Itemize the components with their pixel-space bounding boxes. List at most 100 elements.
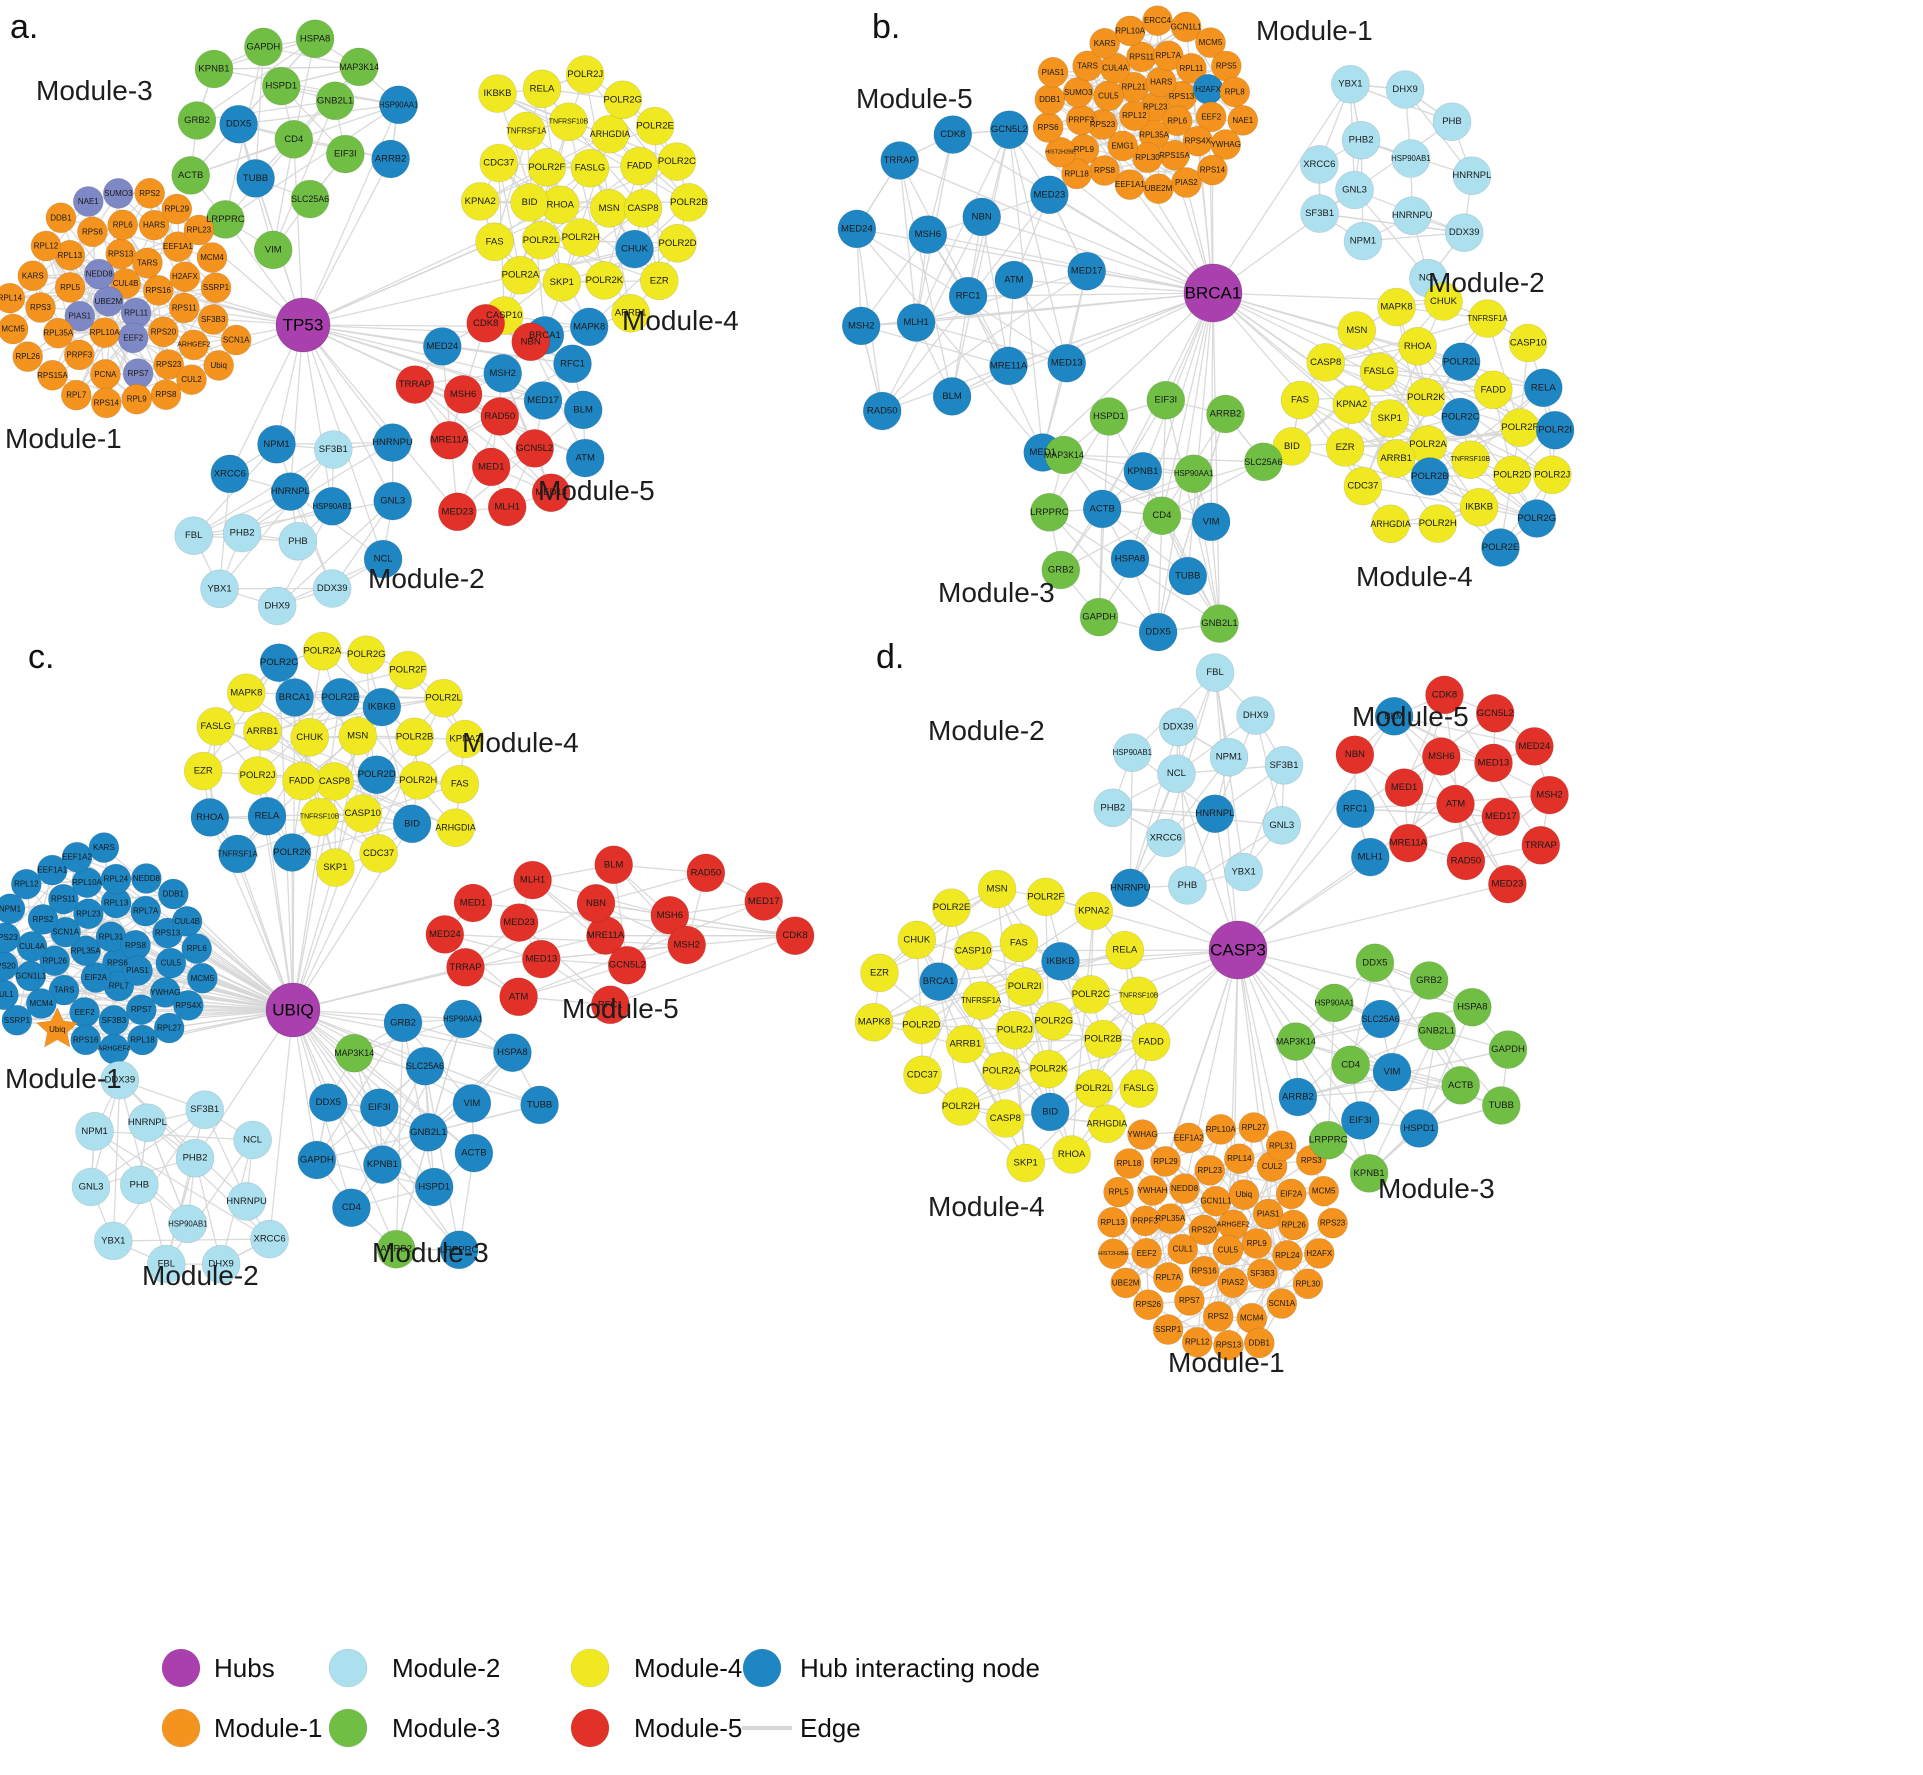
node-label: PHB2 — [1349, 135, 1374, 146]
node-Ubiq — [203, 350, 234, 381]
node-label: RFC1 — [956, 291, 981, 302]
edge — [1014, 1030, 1027, 1164]
node-MSH6 — [650, 895, 690, 935]
edge — [1319, 212, 1465, 234]
node-label: GRB2 — [1416, 975, 1442, 986]
node-YBX1 — [200, 569, 239, 609]
node-MCM5 — [187, 962, 218, 994]
node-HSP90AB1 — [312, 486, 352, 526]
nodes-layer — [0, 631, 815, 1284]
node-KPNA2 — [1074, 891, 1113, 931]
node-POLR2C — [259, 643, 299, 683]
node-MRE11A — [429, 420, 469, 460]
node-RAD50 — [480, 397, 520, 436]
node-label: FBL — [185, 530, 202, 541]
node-label: FAS — [486, 236, 504, 247]
node-label: EEF2 — [123, 333, 144, 342]
node-label: POLR2L — [1076, 1083, 1112, 1094]
node-RHOA — [190, 798, 230, 837]
module-label-d-Module-3: Module-3 — [1378, 1173, 1495, 1204]
node-GRB2 — [1041, 550, 1081, 590]
node-label: EEF1A1 — [1115, 180, 1145, 189]
node-label: NEDD8 — [86, 270, 114, 279]
node-label: ARRB2 — [1282, 1092, 1314, 1103]
node-MAPK8 — [854, 1002, 894, 1042]
node-label: YWHAG — [1127, 1130, 1157, 1139]
node-label: RFC1 — [560, 358, 585, 369]
node-label: POLR2L — [1443, 356, 1479, 367]
node-label: RPS16 — [146, 286, 172, 295]
node-EEF1A1 — [1114, 169, 1146, 200]
node-label: Ubiq — [49, 1025, 65, 1034]
legend-label: Module-3 — [392, 1713, 500, 1743]
node-label: ARRB2 — [380, 1244, 412, 1255]
node-RPS14 — [91, 387, 122, 419]
node-label: POLR2E — [322, 692, 360, 703]
node-PHB2 — [175, 1138, 215, 1178]
node-UBE2M — [1110, 1267, 1141, 1299]
node-RPL10A — [1114, 15, 1146, 47]
hub-edge — [289, 324, 304, 492]
node-VIM — [1372, 1052, 1412, 1092]
node-label: HNRNPU — [226, 1196, 267, 1207]
node-label: KARS — [22, 271, 44, 280]
node-CDK8 — [933, 115, 973, 154]
node-CDC37 — [1343, 466, 1383, 506]
node-label: TNFRSF10B — [300, 814, 340, 821]
node-label: RPS14 — [1200, 166, 1226, 175]
node-label: GNB2L1 — [410, 1127, 446, 1138]
hub-edge — [1025, 949, 1239, 1164]
node-TRRAP — [395, 365, 435, 404]
edge — [899, 160, 953, 397]
node-PIAS1 — [1252, 1198, 1284, 1230]
node-label: RPL10A — [90, 328, 120, 337]
node-label: TNFRSF1A — [961, 996, 1002, 1005]
node-label: RPS15A — [37, 371, 68, 380]
hub-edge — [302, 248, 635, 326]
node-POLR2B — [669, 183, 709, 222]
node-label: RPL5 — [60, 283, 81, 292]
node-NCL — [363, 539, 403, 579]
node-label: MCM5 — [191, 974, 215, 983]
node-NEDD8 — [1169, 1173, 1200, 1204]
node-LRPPRC — [439, 1230, 479, 1270]
node-label: CASP10 — [955, 945, 991, 956]
node-label: FAS — [1010, 937, 1028, 948]
node-RPL23 — [73, 898, 104, 930]
edge — [1060, 515, 1163, 571]
node-TNFRSF10B — [1451, 440, 1490, 480]
node-label: PIAS2 — [1175, 178, 1198, 187]
node-DDX5 — [1138, 612, 1178, 652]
node-PIAS1 — [64, 300, 96, 332]
hub-edge — [1049, 194, 1214, 294]
node-KPNB1 — [194, 49, 234, 89]
node-label: HSPA8 — [1457, 1002, 1487, 1013]
node-POLR2E — [1481, 528, 1520, 567]
node-EZR — [183, 751, 223, 791]
hub-edge — [302, 324, 333, 507]
node-label: RPS6 — [107, 959, 128, 968]
node-DDB1 — [1244, 1327, 1275, 1359]
node-POLR2F — [388, 650, 428, 690]
node-label: YWHAH — [1138, 1186, 1168, 1195]
node-CUL5 — [1212, 1234, 1244, 1266]
node-ARHGDIA — [436, 808, 475, 848]
node-label: DDB1 — [163, 890, 185, 899]
node-label: FASLG — [575, 163, 606, 174]
node-label: MSH6 — [450, 389, 476, 400]
node-RPS16 — [70, 1024, 101, 1056]
edge — [1165, 672, 1216, 839]
node-ACTB — [1082, 489, 1122, 529]
node-YBX1 — [1224, 852, 1263, 892]
node-NBN — [576, 883, 616, 923]
legend-label: Hub interacting node — [800, 1653, 1040, 1683]
node-KPNA2 — [445, 719, 485, 759]
node-NAE1 — [1227, 105, 1259, 136]
node-label: CHUK — [903, 934, 931, 945]
node-label: SF3B3 — [1250, 1269, 1275, 1278]
node-label: POLR2D — [902, 1020, 940, 1031]
node-label: FAS — [1291, 395, 1309, 406]
node-label: RPL23 — [187, 226, 212, 235]
node-NPM1 — [257, 424, 296, 464]
node-POLR2J — [1533, 455, 1572, 495]
